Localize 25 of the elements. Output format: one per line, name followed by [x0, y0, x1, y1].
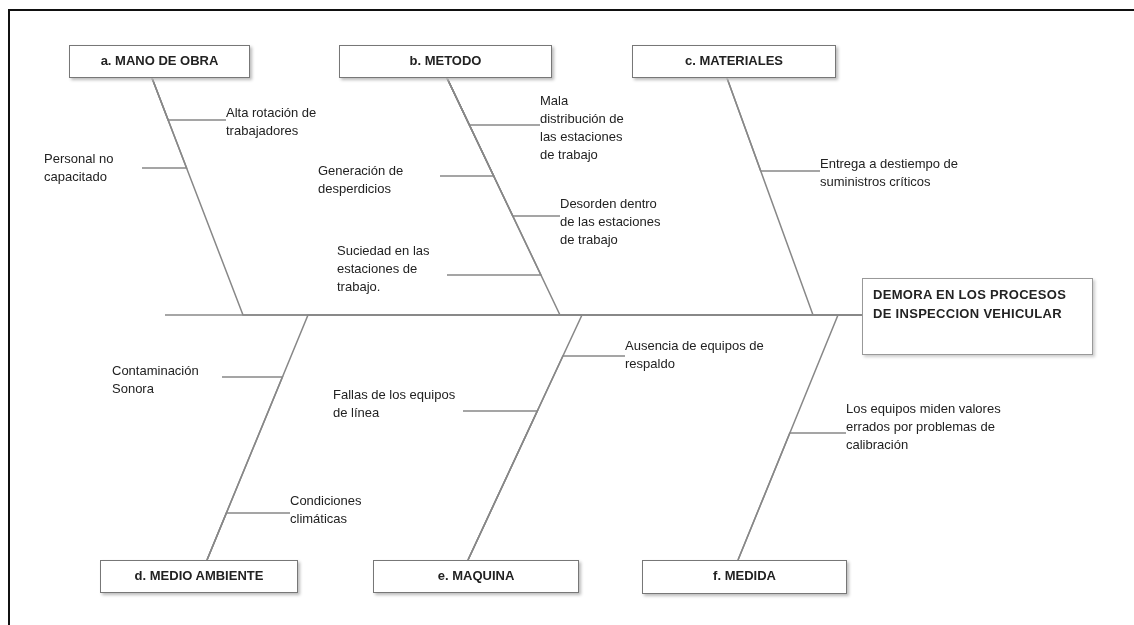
- connector-line: [141, 77, 188, 169]
- category-box: c. MATERIALES: [632, 45, 836, 78]
- connector-line: [206, 512, 291, 561]
- cause-text: Ausencia de equipos de respaldo: [625, 337, 775, 373]
- cause-text: Fallas de los equipos de línea: [333, 386, 463, 422]
- cause-text: Condiciones climáticas: [290, 492, 390, 528]
- cause-text: Personal no capacitado: [44, 150, 142, 186]
- cause-text: Desorden dentro de las estaciones de trabajo: [560, 195, 665, 249]
- cause-text: Mala distribución de las estaciones de trabajo: [540, 92, 635, 164]
- connector-line: [446, 77, 543, 276]
- cause-text: Alta rotación de trabajadores: [226, 104, 361, 140]
- cause-text: Entrega a destiempo de suministros críticos: [820, 155, 990, 191]
- cause-text: Generación de desperdicios: [318, 162, 440, 198]
- connector-line: [726, 77, 821, 172]
- category-box: f. MEDIDA: [642, 560, 847, 594]
- effect-box: DEMORA EN LOS PROCESOS DE INSPECCION VEHICULAR: [862, 278, 1093, 355]
- category-box: d. MEDIO AMBIENTE: [100, 560, 298, 593]
- cause-text: Contaminación Sonora: [112, 362, 222, 398]
- category-box: b. METODO: [339, 45, 552, 78]
- connector-line: [467, 355, 626, 561]
- category-box: a. MANO DE OBRA: [69, 45, 250, 78]
- connector-line: [737, 432, 847, 561]
- category-box: e. MAQUINA: [373, 560, 579, 593]
- cause-text: Suciedad en las estaciones de trabajo.: [337, 242, 447, 296]
- cause-text: Los equipos miden valores errados por problemas de calibración: [846, 400, 1016, 454]
